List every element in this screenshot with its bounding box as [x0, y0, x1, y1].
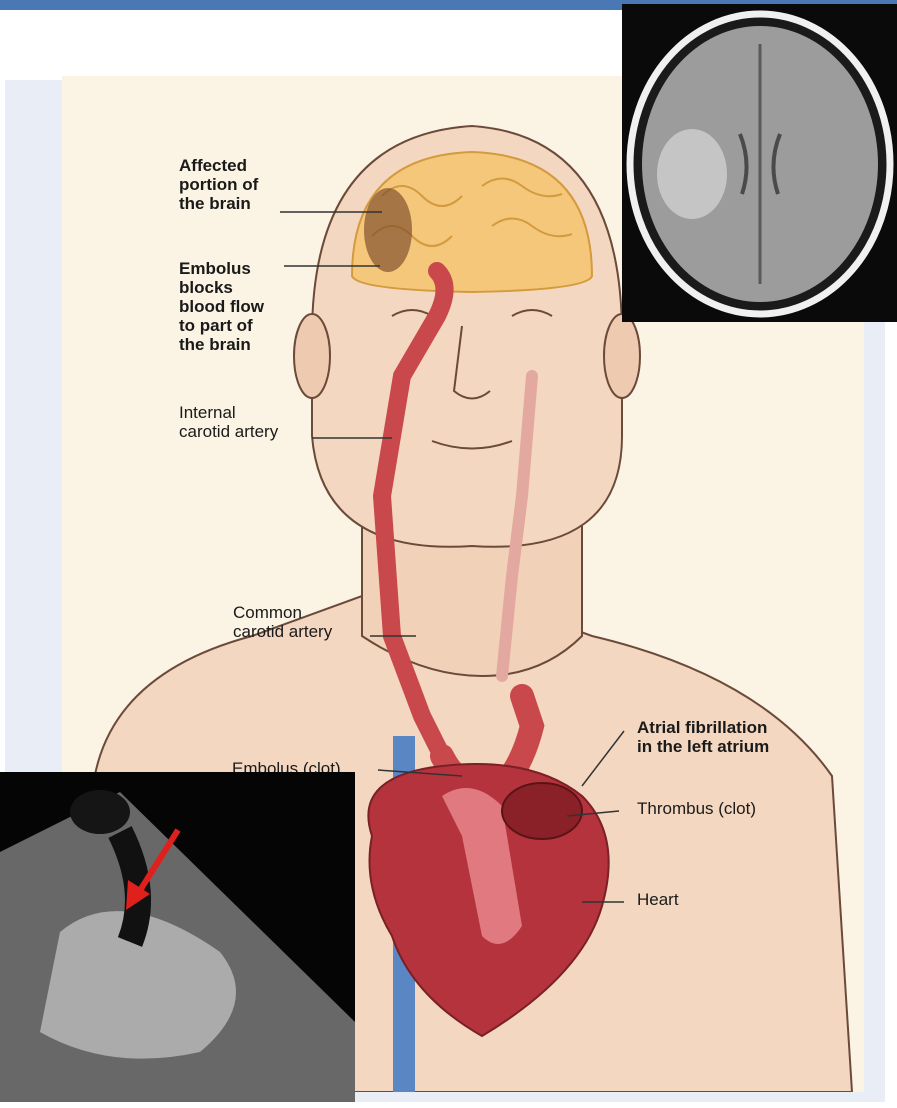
affected-brain-region	[364, 188, 412, 272]
label-affected-portion: Affected portion of the brain	[179, 156, 258, 213]
left-ear	[294, 314, 330, 398]
label-atrial-fibrillation: Atrial fibrillation in the left atrium	[637, 718, 769, 756]
ct-scan-image	[622, 4, 897, 322]
label-embolus-blocks: Embolus blocks blood flow to part of the…	[179, 259, 264, 354]
left-atrium	[502, 783, 582, 839]
right-ear	[604, 314, 640, 398]
label-internal-carotid: Internal carotid artery	[179, 403, 278, 441]
label-common-carotid: Common carotid artery	[233, 603, 332, 641]
label-heart: Heart	[637, 890, 679, 909]
echocardiogram-image	[0, 772, 355, 1102]
label-thrombus: Thrombus (clot)	[637, 799, 756, 818]
